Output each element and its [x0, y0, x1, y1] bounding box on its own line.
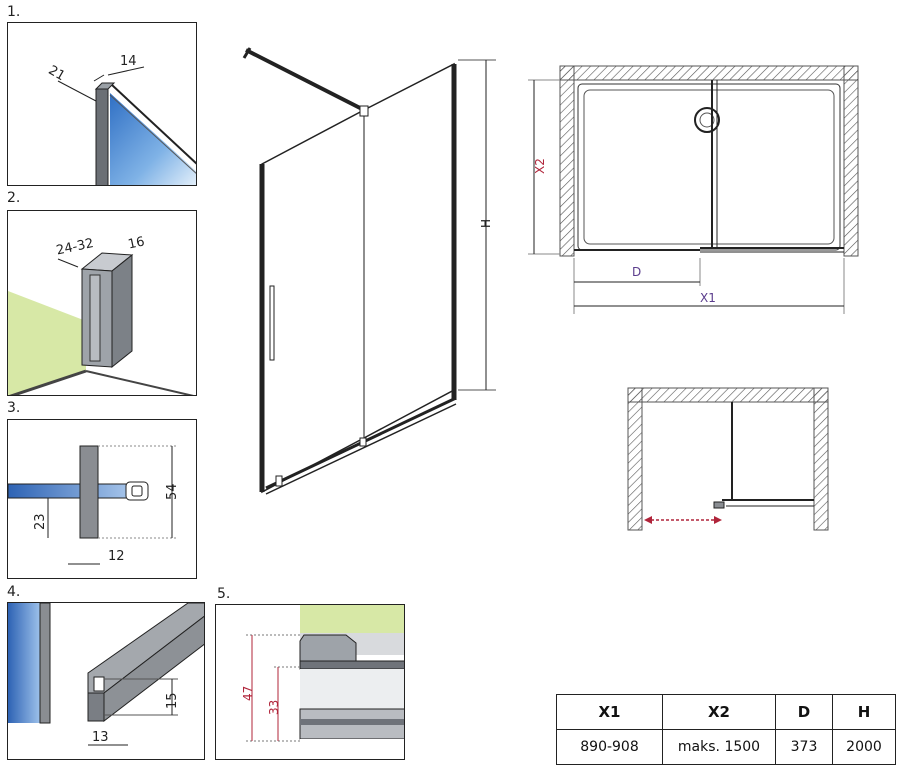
detail-3-number: 3. [7, 400, 21, 416]
detail-5-inner-height-label: 33 [267, 700, 281, 715]
table-header-x2: X2 [662, 694, 776, 730]
table-header-d: D [775, 694, 833, 730]
detail-2-width-label: 24-32 [55, 236, 95, 259]
sliding-scheme [627, 387, 829, 531]
shower-door-isometric: H [242, 47, 496, 495]
detail-5-total-height-label: 47 [241, 686, 255, 701]
detail-5-panel: 47 33 [215, 604, 405, 760]
detail-5-number: 5. [217, 586, 231, 602]
detail-4-drawing: 15 13 [8, 603, 204, 746]
detail-3-width-label: 12 [108, 549, 125, 564]
detail-4-panel: 15 13 [7, 602, 205, 760]
table-value-x1: 890-908 [556, 729, 663, 765]
detail-4-width-label: 13 [92, 730, 109, 745]
detail-3-panel: 54 23 12 [7, 419, 197, 579]
detail-2-number: 2. [7, 190, 21, 206]
table-value-x2: maks. 1500 [662, 729, 776, 765]
dimensions-table: X1 X2 D H 890-908 maks. 1500 373 2000 [556, 694, 896, 765]
plan-door-width-label: D [632, 265, 641, 279]
height-label: H [479, 219, 493, 228]
detail-1-thickness-label: 14 [120, 54, 137, 69]
detail-2-panel: 24-32 16 [7, 210, 197, 396]
detail-1-number: 1. [7, 4, 21, 20]
plan-view: X2 D X1 [528, 65, 859, 314]
detail-1-drawing: 21 14 [46, 54, 196, 185]
detail-4-number: 4. [7, 584, 21, 600]
table-header-h: H [832, 694, 896, 730]
detail-3-drawing: 54 23 12 [8, 445, 180, 565]
table-header-x1: X1 [556, 694, 663, 730]
detail-2-drawing: 24-32 16 [8, 234, 196, 395]
table-value-h: 2000 [832, 729, 896, 765]
plan-total-width-label: X1 [700, 291, 716, 305]
detail-2-thickness-label: 16 [127, 234, 146, 252]
detail-4-height-label: 15 [165, 692, 180, 709]
detail-1-panel: 21 14 [7, 22, 197, 186]
detail-5-drawing: 47 33 [241, 605, 404, 759]
detail-3-height-label: 54 [165, 483, 180, 500]
plan-depth-label: X2 [533, 158, 547, 174]
detail-3-offset-label: 23 [33, 513, 48, 530]
table-value-d: 373 [775, 729, 833, 765]
detail-1-width-label: 21 [46, 63, 68, 84]
